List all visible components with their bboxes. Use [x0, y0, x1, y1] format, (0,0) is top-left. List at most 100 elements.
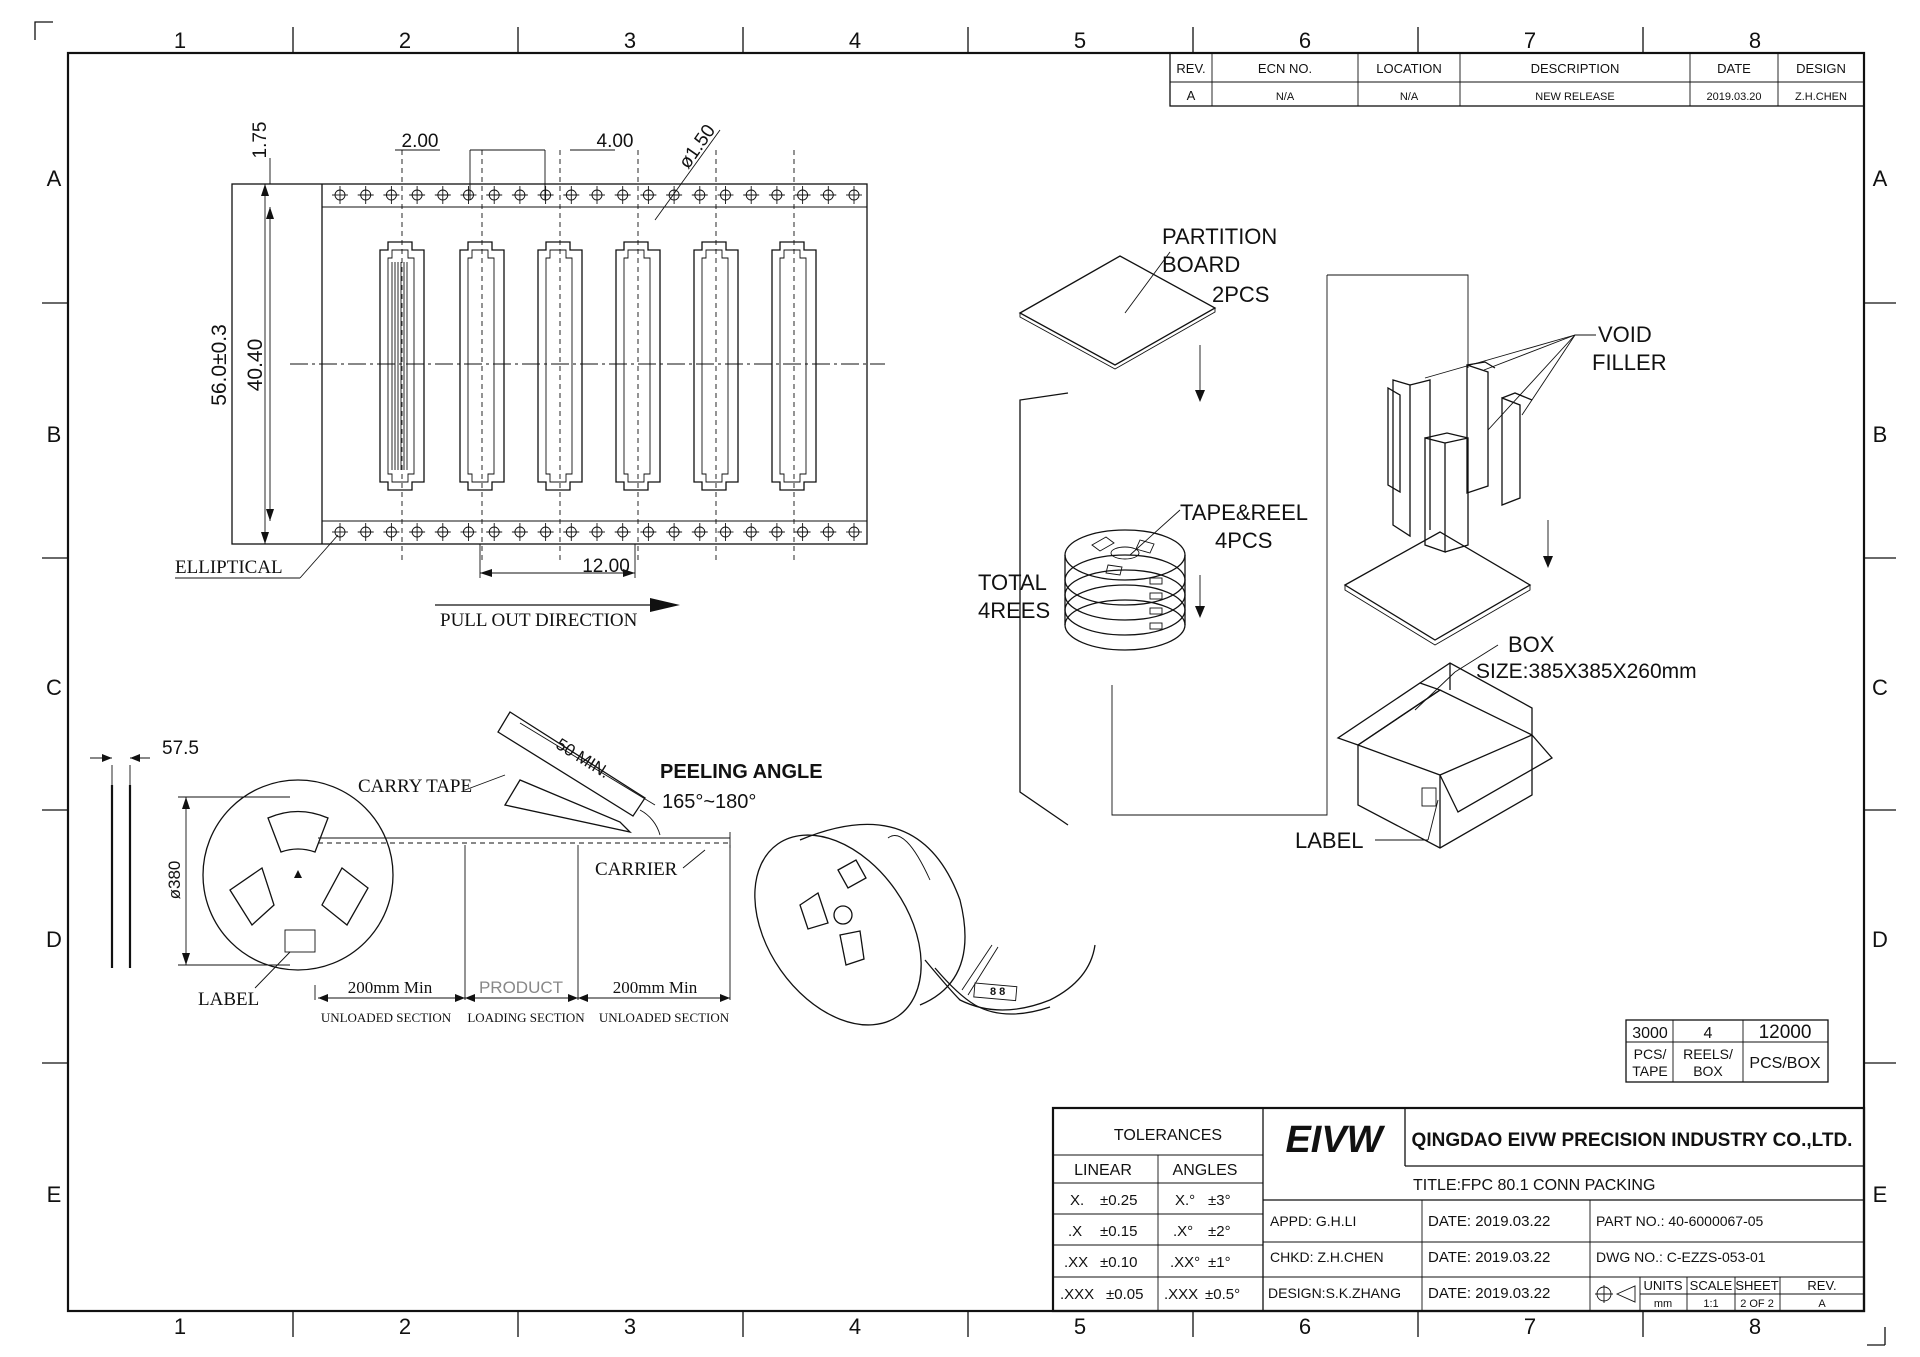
col-label-bottom-7: 7 [1524, 1314, 1536, 1339]
col-label-top-7: 7 [1524, 28, 1536, 53]
box-line2: SIZE:385X385X260mm [1476, 660, 1697, 683]
tol-ang-3: .XX° [1170, 1254, 1200, 1271]
dim-pitch-2: 2.00 [402, 131, 439, 152]
peeled-tape [497, 711, 646, 817]
row-label-right-e: E [1873, 1182, 1888, 1207]
zone-labels: 1 2 3 4 5 6 7 8 1 2 3 4 5 6 7 8 A B C D … [46, 28, 1888, 1339]
rev-cell-design: Z.H.CHEN [1795, 91, 1847, 103]
rev-cell-ecn: N/A [1276, 91, 1295, 103]
dim-tape-width: 56.0±0.3 [208, 324, 231, 406]
tape-pockets [379, 150, 817, 560]
dim-pocket-pitch: 12.00 [582, 556, 630, 577]
section-2-name: LOADING SECTION [467, 1010, 585, 1025]
pocket-connector [693, 150, 739, 560]
carry-tape-text: CARRY TAPE [358, 776, 472, 797]
unit-reels-box-1: REELS/ [1683, 1046, 1733, 1062]
row-label-right-d: D [1872, 927, 1888, 952]
total-line1: TOTAL [978, 570, 1047, 595]
row-label-left-e: E [47, 1182, 62, 1207]
tape-reel-line1: TAPE&REEL [1180, 500, 1308, 525]
tol-lin-4-val: ±0.05 [1106, 1286, 1143, 1303]
section-1-name: UNLOADED SECTION [321, 1010, 452, 1025]
sheet-header: SHEET [1735, 1278, 1778, 1293]
tape-reel-line2: 4PCS [1215, 528, 1272, 553]
col-label-top-4: 4 [849, 28, 861, 53]
partition-line3: 2PCS [1212, 282, 1269, 307]
appd-field: APPD: G.H.LI [1270, 1213, 1356, 1229]
reel-stack [1064, 529, 1186, 651]
tol-ang-2: .X° [1173, 1223, 1193, 1240]
tol-lin-3-val: ±0.10 [1100, 1254, 1137, 1271]
drawing-title: TITLE:FPC 80.1 CONN PACKING [1413, 1177, 1655, 1194]
pocket-connector [459, 150, 505, 560]
bottom-partition [1343, 531, 1532, 641]
shipping-box [1336, 662, 1554, 849]
sprocket-holes-bottom [332, 523, 862, 541]
tol-lin-2-val: ±0.15 [1100, 1223, 1137, 1240]
drawing-frame [66, 51, 1866, 1313]
revision-table: REV. ECN NO. LOCATION DESCRIPTION DATE D… [1169, 52, 1865, 107]
rev-header: REV. [1807, 1278, 1836, 1293]
quantity-table: 3000 4 12000 PCS/ TAPE REELS/ BOX PCS/BO… [1625, 1019, 1829, 1083]
tolerances-header: TOLERANCES [1114, 1127, 1222, 1144]
box-label-patch [1421, 787, 1437, 807]
rev-cell-description: NEW RELEASE [1535, 91, 1614, 103]
rev-value: A [1818, 1298, 1826, 1310]
dim-hole-span: 40.40 [244, 339, 267, 392]
col-label-bottom-1: 1 [174, 1314, 186, 1339]
peeled-cover [503, 779, 633, 834]
rev-header-ecn: ECN NO. [1258, 61, 1312, 76]
unit-pcs-tape-2: TAPE [1632, 1063, 1668, 1079]
appd-date: DATE: 2019.03.22 [1428, 1213, 1550, 1230]
linear-header: LINEAR [1074, 1162, 1132, 1179]
rev-header-date: DATE [1717, 61, 1751, 76]
total-line2: 4REES [978, 598, 1050, 623]
unit-reels-box-2: BOX [1693, 1063, 1723, 1079]
pocket-connector [537, 150, 583, 560]
scale-header: SCALE [1690, 1278, 1733, 1293]
dim-top-margin: 1.75 [250, 122, 271, 159]
part-number: PART NO.: 40-6000067-05 [1596, 1213, 1764, 1229]
box-label-text: LABEL [1295, 828, 1364, 853]
row-label-left-a: A [47, 166, 62, 191]
tol-ang-4: .XXX [1164, 1286, 1198, 1303]
tol-ang-3-val: ±1° [1208, 1254, 1231, 1271]
corner-mark-top-left [34, 21, 53, 40]
reel-label-text: LABEL [198, 989, 259, 1010]
col-label-bottom-3: 3 [624, 1314, 636, 1339]
col-label-bottom-8: 8 [1749, 1314, 1761, 1339]
col-label-top-6: 6 [1299, 28, 1311, 53]
partition-line2: BOARD [1162, 252, 1240, 277]
carrier-tape-view: 56.0±0.3 40.40 1.75 2.00 4.00 ø1.50 12.0… [175, 121, 885, 631]
dim-reel-width: 57.5 [162, 738, 199, 759]
col-label-top-8: 8 [1749, 28, 1761, 53]
void-filler-line1: VOID [1598, 322, 1652, 347]
units-value: mm [1654, 1298, 1672, 1310]
chkd-field: CHKD: Z.H.CHEN [1270, 1249, 1384, 1265]
section-2-length: PRODUCT [479, 978, 563, 997]
dim-reel-diameter: ø380 [165, 861, 184, 900]
rev-header-description: DESCRIPTION [1531, 61, 1620, 76]
carrier-text: CARRIER [595, 859, 678, 880]
rev-header-location: LOCATION [1376, 61, 1442, 76]
dwg-number: DWG NO.: C-EZZS-053-01 [1596, 1249, 1766, 1265]
peeling-angle-title: PEELING ANGLE [660, 761, 823, 783]
col-label-bottom-6: 6 [1299, 1314, 1311, 1339]
rev-cell-date: 2019.03.20 [1706, 91, 1761, 103]
pocket-connector [771, 150, 817, 560]
label-pull-out: PULL OUT DIRECTION [440, 610, 638, 631]
sheet-value: 2 OF 2 [1740, 1298, 1774, 1310]
rev-header-design: DESIGN [1796, 61, 1846, 76]
tol-ang-2-val: ±2° [1208, 1223, 1231, 1240]
void-filler-line2: FILLER [1592, 350, 1667, 375]
tol-ang-1-val: ±3° [1208, 1192, 1231, 1209]
label-elliptical: ELLIPTICAL [175, 557, 283, 578]
col-label-top-5: 5 [1074, 28, 1086, 53]
box-line1: BOX [1508, 632, 1555, 657]
section-3-length: 200mm Min [613, 978, 698, 997]
dim-hole-diameter: ø1.50 [675, 121, 720, 173]
unit-pcs-box: PCS/BOX [1749, 1055, 1820, 1072]
tol-lin-1: X. [1070, 1192, 1084, 1209]
tol-lin-1-val: ±0.25 [1100, 1192, 1137, 1209]
reel-view: 57.5 ø380 LABEL CARRY TAPE 50 MIN. PEELI… [90, 711, 1096, 1026]
